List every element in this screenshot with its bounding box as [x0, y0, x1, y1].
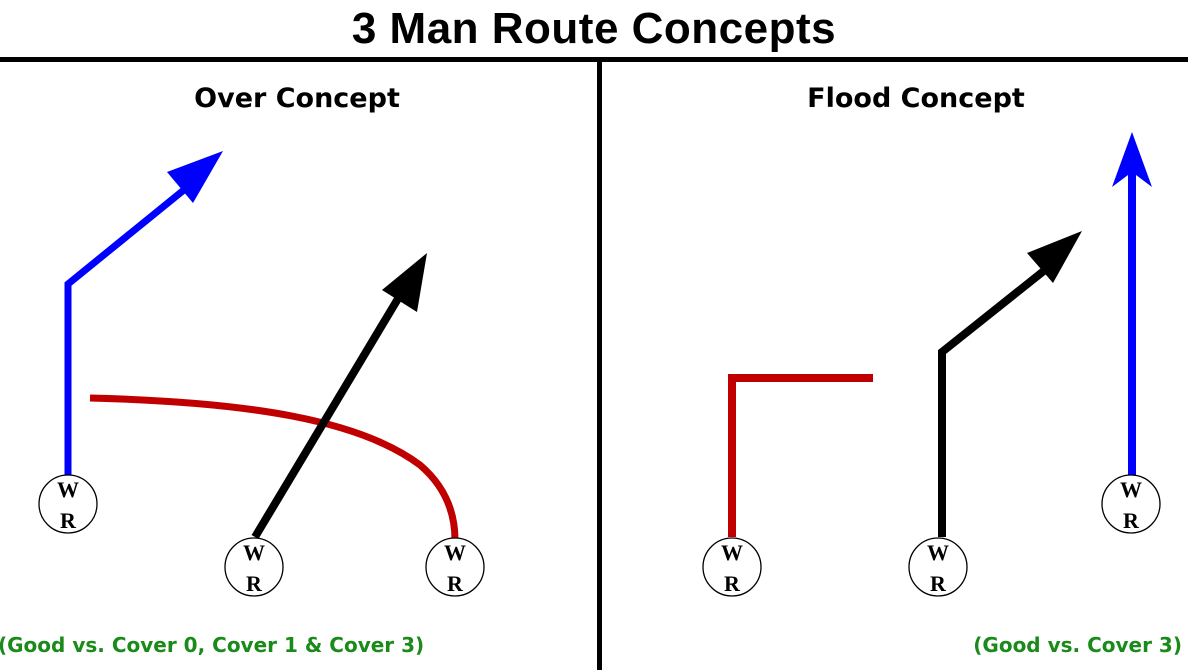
receiver-label-top: W [721, 540, 743, 565]
receiver-label-top: W [243, 540, 265, 565]
title-divider [0, 57, 1188, 62]
flood-red-route [728, 374, 873, 537]
receiver-label-top: W [927, 540, 949, 565]
over-black-route [251, 289, 406, 540]
over-black-arrowhead [382, 253, 427, 312]
over-blue-arrowhead [167, 151, 223, 203]
over-concept-note: (Good vs. Cover 0, Cover 1 & Cover 3) [0, 633, 425, 657]
receiver: W R [425, 537, 485, 597]
flood-concept-routes [728, 132, 1152, 537]
over-concept-title: Over Concept [194, 83, 400, 114]
receiver-label-top: W [444, 540, 466, 565]
receiver: W R [702, 537, 762, 597]
flood-concept-title: Flood Concept [807, 83, 1025, 114]
receiver-label-bottom: R [60, 508, 77, 533]
over-blue-route [64, 182, 193, 475]
page-title: 3 Man Route Concepts [351, 4, 837, 53]
receiver-label-bottom: R [724, 571, 741, 596]
panel-divider [597, 60, 602, 670]
receiver-label-bottom: R [930, 571, 947, 596]
receiver-label-bottom: R [447, 571, 464, 596]
receiver-label-bottom: R [246, 571, 263, 596]
receiver: W R [1101, 474, 1161, 534]
flood-concept-note: (Good vs. Cover 3) [973, 633, 1182, 657]
flood-blue-arrowhead [1112, 132, 1152, 187]
receiver: W R [38, 474, 98, 534]
receiver: W R [224, 537, 284, 597]
over-red-route [89, 394, 459, 541]
receiver-label-top: W [57, 477, 79, 502]
receiver: W R [908, 537, 968, 597]
flood-black-route [938, 258, 1058, 537]
receiver-label-top: W [1120, 477, 1142, 502]
flood-black-arrowhead [1027, 231, 1082, 283]
receiver-label-bottom: R [1123, 508, 1140, 533]
over-concept-routes [64, 151, 459, 541]
